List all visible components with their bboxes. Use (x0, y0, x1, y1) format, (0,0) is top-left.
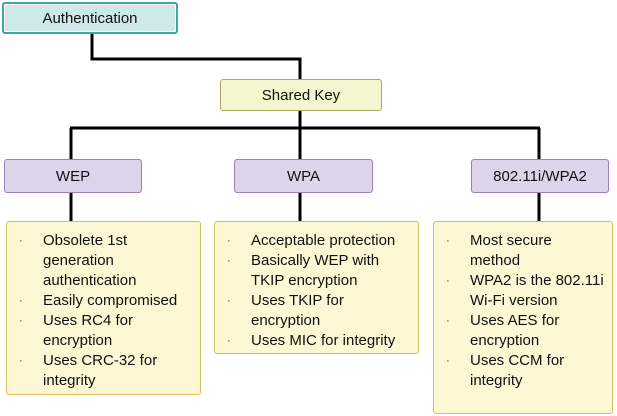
bullet-icon: · (227, 335, 231, 347)
wpa2-bullet: · Uses AES for encryption (444, 311, 604, 351)
wep-bullet: · Easily compromised (17, 291, 192, 311)
bullet-icon: · (446, 275, 450, 287)
bullet-icon: · (19, 295, 23, 307)
wpa-bullet: · Basically WEP with TKIP encryption (225, 251, 410, 291)
bullet-text: Basically WEP with TKIP encryption (251, 252, 380, 289)
bullet-icon: · (227, 295, 231, 307)
authentication-label: Authentication (42, 9, 138, 27)
wep-details: ·Obsolete 1st generation authentication … (6, 221, 201, 395)
bullet-text: Easily compromised (43, 292, 178, 309)
bullet-text: Acceptable protection (251, 232, 396, 249)
bullet-text: Uses AES for encryption (470, 312, 560, 349)
wpa2-details: · Most secure method · WPA2 is the 802.11i… (433, 221, 613, 414)
wpa2-bullet-list: · Most secure method · WPA2 is the 802.11i… (444, 231, 604, 391)
wep-bullet-list: ·Obsolete 1st generation authentication … (17, 231, 192, 391)
wpa2-label: 802.11i/WPA2 (493, 167, 587, 185)
authentication-node: Authentication (2, 2, 178, 34)
shared-key-node: Shared Key (220, 79, 382, 111)
bullet-icon: · (446, 315, 450, 327)
bullet-icon: · (446, 355, 450, 367)
bullet-text: WPA2 is the 802.11i Wi-Fi version (470, 272, 604, 309)
wpa-details: · Acceptable protection · Basically WEP wi… (214, 221, 419, 354)
bullet-text: Uses MIC for integrity (251, 332, 396, 349)
wpa-bullet: · Uses MIC for integrity (225, 331, 410, 351)
bullet-icon: · (19, 235, 23, 247)
connector-root-to-shared-key (90, 34, 302, 79)
wpa-node: WPA (234, 159, 373, 193)
bullet-text: Obsolete 1st generation authentication (43, 232, 137, 289)
bullet-text: Uses CCM for integrity (470, 352, 565, 389)
bullet-text: Uses RC4 for encryption (43, 312, 134, 349)
wpa-bullet-list: · Acceptable protection · Basically WEP wi… (225, 231, 410, 351)
wpa2-bullet: · Most secure method (444, 231, 604, 271)
bullet-text: Most secure method (470, 232, 552, 269)
wep-bullet: · Uses RC4 for encryption (17, 311, 192, 351)
bullet-icon: · (19, 315, 23, 327)
wep-bullet: · Obsolete 1st generation authentication (17, 231, 192, 291)
wpa-bullet: · Uses TKIP for encryption (225, 291, 410, 331)
wpa2-node: 802.11i/WPA2 (471, 159, 609, 193)
wep-node: WEP (4, 159, 142, 193)
shared-key-label: Shared Key (261, 86, 341, 104)
wpa-bullet: · Acceptable protection (225, 231, 410, 251)
wpa-label: WPA (286, 167, 321, 185)
wep-bullet: · Uses CRC-32 for integrity (17, 351, 192, 391)
bullet-icon: · (19, 355, 23, 367)
bullet-icon: · (446, 235, 450, 247)
bullet-text: Uses TKIP for encryption (251, 292, 344, 329)
wpa2-bullet: · Uses CCM for integrity (444, 351, 604, 391)
bullet-text: Uses CRC-32 for integrity (43, 352, 158, 389)
wpa2-bullet: · WPA2 is the 802.11i Wi-Fi version (444, 271, 604, 311)
bullet-icon: · (227, 255, 231, 267)
bullet-icon: · (227, 235, 231, 247)
wep-label: WEP (55, 167, 91, 185)
